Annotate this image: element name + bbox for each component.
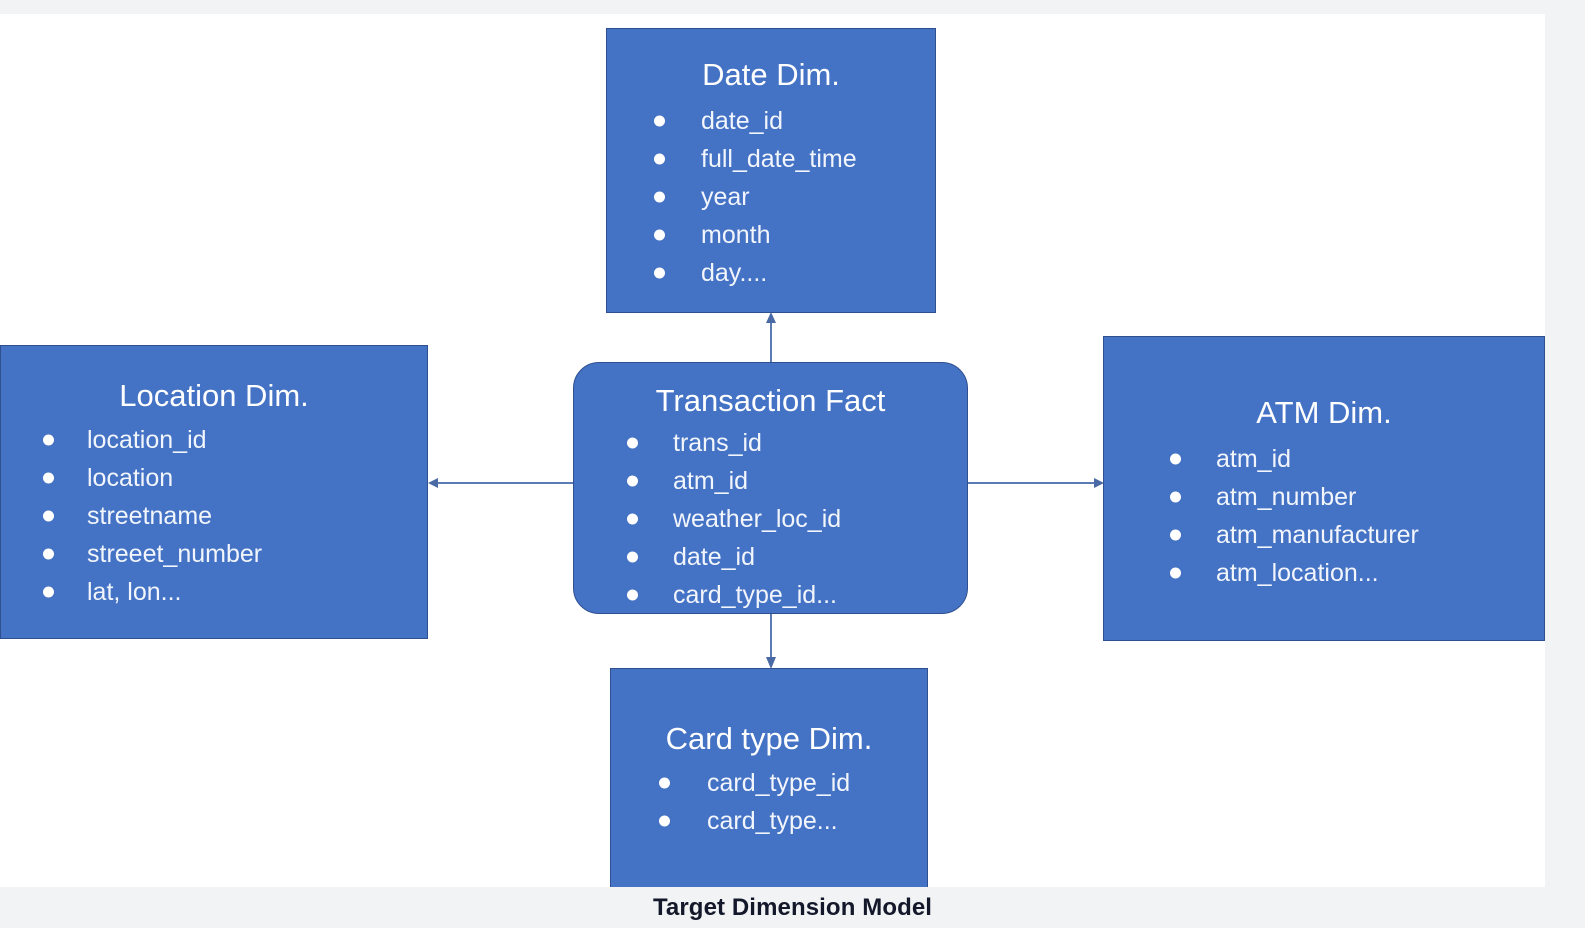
entity-field: year <box>654 178 935 216</box>
entity-title: Location Dim. <box>119 378 309 413</box>
entity-title: Date Dim. <box>702 57 840 92</box>
entity-date-dim[interactable]: Date Dim. date_id full_date_time year mo… <box>606 28 936 313</box>
diagram-caption: Target Dimension Model <box>0 887 1585 928</box>
connector-fact-to-cardtype <box>766 612 776 669</box>
entity-field: card_type... <box>659 802 927 840</box>
entity-field: card_type_id <box>659 764 927 802</box>
entity-field: date_id <box>654 102 935 140</box>
entity-atm-dim[interactable]: ATM Dim. atm_id atm_number atm_manufactu… <box>1103 336 1545 641</box>
bullet-icon <box>43 548 54 560</box>
entity-field: atm_manufacturer <box>1170 516 1544 554</box>
entity-field: trans_id <box>627 424 967 462</box>
connector-fact-to-atm <box>967 478 1104 488</box>
entity-card-type-dim[interactable]: Card type Dim. card_type_id card_type... <box>610 668 928 889</box>
entity-field: lat, lon... <box>43 573 427 611</box>
caption-text: Target Dimension Model <box>652 893 933 921</box>
entity-field: card_type_id... <box>627 576 967 614</box>
bullet-icon <box>1170 529 1181 541</box>
entity-field: streetname <box>43 497 427 535</box>
entity-field-list: atm_id atm_number atm_manufacturer atm_l… <box>1104 440 1544 592</box>
entity-field: atm_location... <box>1170 554 1544 592</box>
bullet-icon <box>627 475 638 487</box>
bullet-icon <box>654 115 665 127</box>
diagram-canvas: Date Dim. date_id full_date_time year mo… <box>0 14 1545 889</box>
bullet-icon <box>654 153 665 165</box>
entity-field: location_id <box>43 421 427 459</box>
entity-field: weather_loc_id <box>627 500 967 538</box>
connector-fact-to-date <box>766 312 776 364</box>
entity-field: full_date_time <box>654 140 935 178</box>
bullet-icon <box>627 437 638 449</box>
entity-field: atm_id <box>627 462 967 500</box>
entity-location-dim[interactable]: Location Dim. location_id location stree… <box>0 345 428 639</box>
bullet-icon <box>1170 567 1181 579</box>
entity-field-list: card_type_id card_type... <box>611 764 927 840</box>
entity-title: Card type Dim. <box>665 721 873 756</box>
bullet-icon <box>627 513 638 525</box>
bullet-icon <box>659 777 670 789</box>
entity-title: ATM Dim. <box>1256 395 1392 430</box>
bullet-icon <box>654 267 665 279</box>
entity-field-list: location_id location streetname streeet_… <box>1 421 427 611</box>
entity-field: atm_number <box>1170 478 1544 516</box>
entity-field: streeet_number <box>43 535 427 573</box>
entity-title: Transaction Fact <box>655 383 886 418</box>
bullet-icon <box>1170 491 1181 503</box>
bullet-icon <box>654 191 665 203</box>
bullet-icon <box>1170 453 1181 465</box>
entity-field: date_id <box>627 538 967 576</box>
bullet-icon <box>627 589 638 601</box>
bullet-icon <box>43 472 54 484</box>
bullet-icon <box>43 434 54 446</box>
entity-transaction-fact[interactable]: Transaction Fact trans_id atm_id weather… <box>573 362 968 614</box>
bullet-icon <box>43 586 54 598</box>
entity-field: location <box>43 459 427 497</box>
entity-field-list: date_id full_date_time year month day...… <box>607 102 935 292</box>
bullet-icon <box>627 551 638 563</box>
bullet-icon <box>654 229 665 241</box>
entity-field: day.... <box>654 254 935 292</box>
entity-field: month <box>654 216 935 254</box>
entity-field-list: trans_id atm_id weather_loc_id date_id c… <box>574 424 967 614</box>
entity-field: atm_id <box>1170 440 1544 478</box>
connector-fact-to-location <box>428 478 574 488</box>
bullet-icon <box>43 510 54 522</box>
bullet-icon <box>659 815 670 827</box>
